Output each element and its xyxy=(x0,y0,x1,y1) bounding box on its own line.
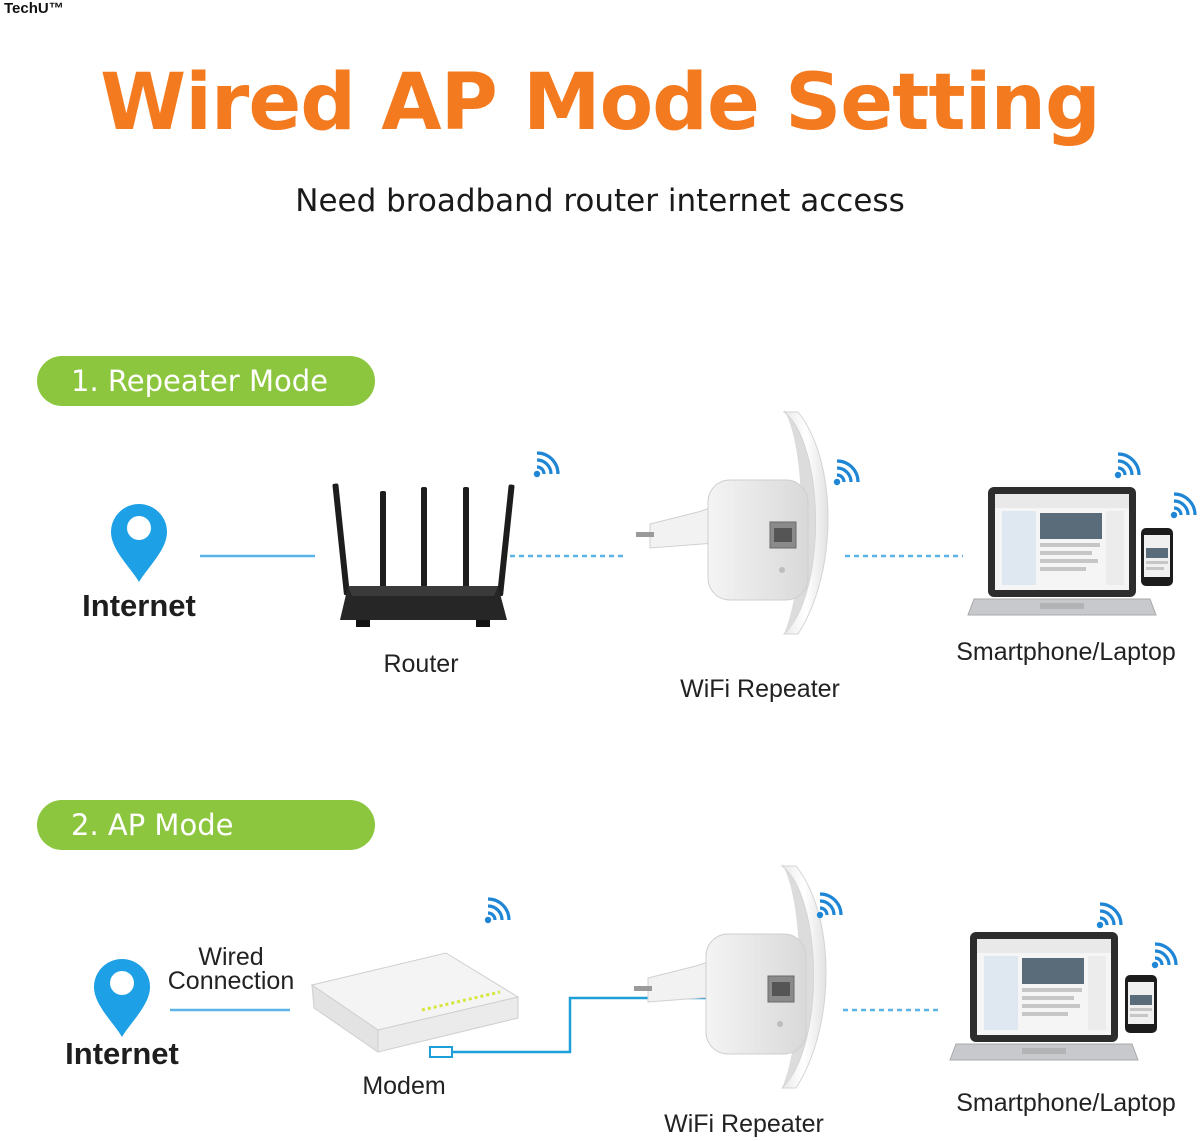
router-label: Router xyxy=(383,650,459,678)
repeater-icon xyxy=(635,409,829,635)
laptop-icon xyxy=(967,486,1157,616)
repeater-label: WiFi Repeater xyxy=(680,675,840,703)
wifi-signal-icon xyxy=(832,459,860,487)
wifi-signal-icon xyxy=(815,892,843,920)
brand-mark: TechU™ xyxy=(4,0,64,17)
wifi-signal-icon xyxy=(1169,492,1197,520)
router-icon xyxy=(332,483,515,627)
repeater-icon xyxy=(633,863,827,1089)
client-label: Smartphone/Laptop xyxy=(956,638,1176,666)
wired-connection-label: Wired Connection xyxy=(167,943,295,995)
modem-icon xyxy=(310,952,520,1053)
section-heading-repeater-mode: 1. Repeater Mode xyxy=(37,356,375,406)
wifi-signal-icon xyxy=(532,451,560,479)
internet-label: Internet xyxy=(65,1036,179,1071)
wifi-signal-icon xyxy=(1095,902,1123,930)
client-label: Smartphone/Laptop xyxy=(956,1089,1176,1117)
page-title: Wired AP Mode Setting xyxy=(100,58,1101,148)
laptop-icon xyxy=(949,931,1139,1061)
page-subtitle: Need broadband router internet access xyxy=(295,183,905,219)
map-pin-icon xyxy=(94,959,150,1037)
wifi-signal-icon xyxy=(1113,452,1141,480)
section-heading-ap-mode: 2. AP Mode xyxy=(37,800,375,850)
wifi-signal-icon xyxy=(1150,942,1178,970)
smartphone-icon xyxy=(1125,975,1157,1033)
map-pin-icon xyxy=(111,504,167,582)
internet-label: Internet xyxy=(82,588,196,623)
wifi-signal-icon xyxy=(483,897,511,925)
modem-label: Modem xyxy=(362,1072,446,1100)
repeater-label: WiFi Repeater xyxy=(664,1110,824,1138)
smartphone-icon xyxy=(1141,528,1173,586)
